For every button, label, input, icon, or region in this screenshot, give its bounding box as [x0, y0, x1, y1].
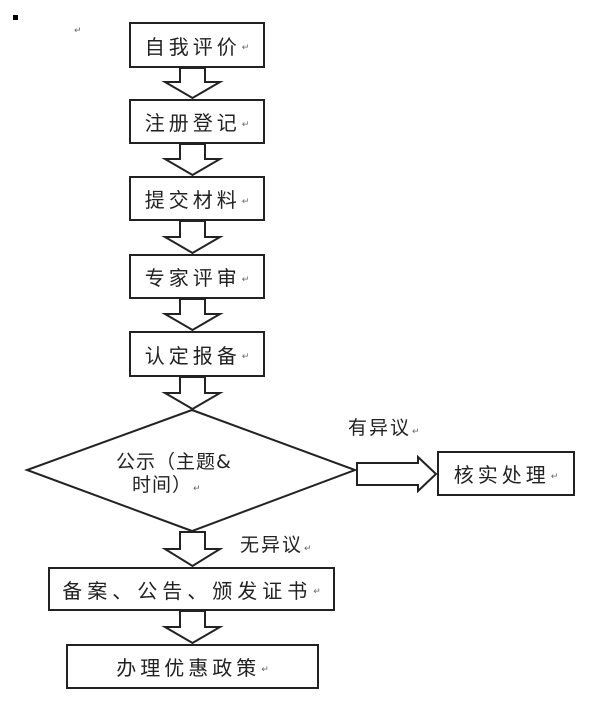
- step-label: 自我评价: [144, 34, 241, 59]
- step-expert-review: 专家评审↵: [129, 254, 265, 299]
- step-self-evaluation: 自我评价↵: [129, 22, 265, 68]
- step-label: 核实处理: [453, 463, 550, 487]
- paragraph-mark: ↵: [241, 274, 250, 285]
- step-submit-materials: 提交材料↵: [129, 176, 265, 221]
- step-label: 提交材料: [144, 188, 241, 212]
- objection-label-wrap: 有异议↵: [348, 413, 420, 440]
- objection-label: 有异议: [348, 417, 412, 439]
- arrow-down-icon: [161, 531, 224, 568]
- step-label: 认定报备: [144, 343, 241, 368]
- no-objection-label: 无异议: [240, 534, 304, 556]
- paragraph-mark: ↵: [241, 196, 250, 207]
- step-filing-announcement-certificate: 备案、公告、颁发证书↵: [48, 567, 335, 611]
- step-certification-filing: 认定报备↵: [129, 331, 265, 377]
- step-verify-handle: 核实处理↵: [437, 451, 575, 496]
- paragraph-mark: ↵: [412, 427, 420, 437]
- arrow-down-icon: [161, 220, 224, 255]
- paragraph-mark: ↵: [74, 26, 82, 36]
- decision-text-line2-wrap: 时间）↵: [132, 474, 201, 501]
- arrow-down-icon: [161, 67, 224, 100]
- step-label: 专家评审: [144, 266, 241, 290]
- decision-text-line1: 公示（主题&: [116, 451, 232, 473]
- paragraph-mark: ↵: [241, 119, 250, 130]
- arrow-right-icon: [356, 454, 438, 494]
- paragraph-mark: ↵: [261, 664, 269, 675]
- list-bullet: [13, 15, 18, 20]
- paragraph-mark: ↵: [241, 352, 250, 362]
- arrow-down-icon: [161, 298, 224, 332]
- decision-text-line2: 时间）: [132, 474, 193, 496]
- step-label: 办理优惠政策: [116, 656, 261, 680]
- paragraph-mark: ↵: [241, 43, 250, 53]
- arrow-down-icon: [161, 376, 224, 411]
- paragraph-mark: ↵: [313, 587, 321, 597]
- step-label: 备案、公告、颁发证书: [62, 578, 313, 603]
- arrow-down-icon: [161, 143, 224, 177]
- step-registration: 注册登记↵: [129, 99, 265, 144]
- paragraph-mark: ↵: [193, 484, 201, 494]
- step-label: 注册登记: [144, 111, 241, 135]
- paragraph-mark: ↵: [550, 471, 559, 482]
- paragraph-mark: ↵: [304, 544, 312, 554]
- step-preferential-policies: 办理优惠政策↵: [66, 644, 319, 689]
- no-objection-label-wrap: 无异议↵: [240, 530, 312, 557]
- arrow-down-icon: [161, 610, 224, 645]
